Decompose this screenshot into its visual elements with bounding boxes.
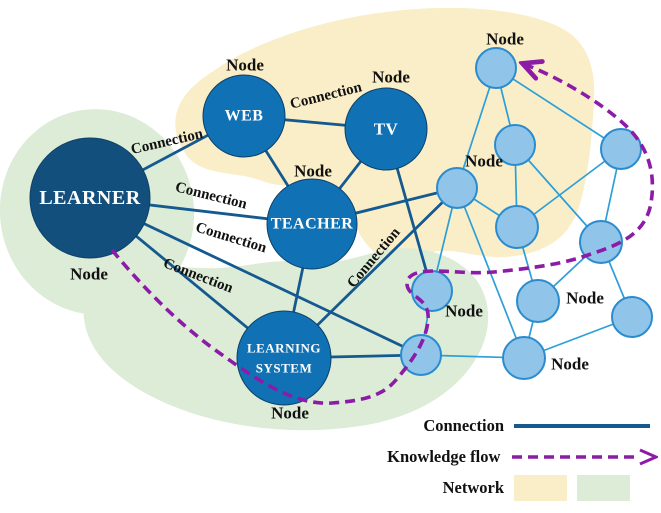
legend-knowledge-flow-label: Knowledge flow xyxy=(387,446,501,466)
node-circle-n10 xyxy=(611,296,653,338)
legend-network-label: Network xyxy=(442,477,504,497)
node-circle-label-learning-system: SYSTEM xyxy=(256,361,312,376)
node-circle-teacher xyxy=(266,178,358,270)
node-tag-label-n3: Node xyxy=(465,152,503,171)
node-tag-label-tv: Node xyxy=(372,68,410,87)
node-tag-label-teacher: Node xyxy=(294,162,332,181)
node-circle-n2 xyxy=(494,124,536,166)
legend-network-green-swatch xyxy=(577,474,630,501)
legend-row-network: Network xyxy=(378,472,658,503)
legend-row-knowledge-flow: Knowledge flow xyxy=(378,441,658,472)
legend-row-connection: Connection xyxy=(378,410,658,441)
node-circle-n3 xyxy=(436,167,478,209)
node-tag-label-learning-system: Node xyxy=(271,404,309,423)
node-circle-n5 xyxy=(495,205,539,249)
legend: Connection Knowledge flow Network xyxy=(378,410,658,503)
node-circle-n9 xyxy=(516,279,560,323)
node-circle-label-learner: LEARNER xyxy=(39,187,140,209)
node-circle-web xyxy=(202,74,286,158)
node-circle-learning-system xyxy=(236,310,332,406)
node-tag-label-n9: Node xyxy=(566,289,604,308)
node-circle-n1 xyxy=(475,47,517,89)
legend-network-swatches xyxy=(514,474,630,501)
node-tag-label-web: Node xyxy=(226,56,264,75)
node-circle-n11 xyxy=(502,336,546,380)
node-circle-learner xyxy=(29,137,151,259)
legend-connection-label: Connection xyxy=(423,415,504,435)
node-tag-label-learner: Node xyxy=(70,265,108,284)
legend-network-yellow-swatch xyxy=(514,474,567,501)
legend-knowledge-flow-arrow xyxy=(512,448,658,465)
node-circle-label-tv: TV xyxy=(374,120,399,139)
node-circle-tv xyxy=(344,87,428,171)
legend-connection-line-sample xyxy=(514,423,650,428)
node-circle-n8 xyxy=(400,334,442,376)
node-circle-label-teacher: TEACHER xyxy=(271,216,354,233)
node-circle-n4 xyxy=(600,128,642,170)
node-tag-label-n7: Node xyxy=(445,302,483,321)
node-circle-label-web: WEB xyxy=(225,108,264,125)
knowledge-flow-path xyxy=(110,64,655,405)
node-tag-label-n1: Node xyxy=(486,30,524,49)
connection-edge-learner-n8 xyxy=(89,196,422,357)
mesh-edge-n1-n3 xyxy=(456,67,497,189)
node-circle-label-learning-system: LEARNING xyxy=(247,341,321,356)
node-tag-label-n11: Node xyxy=(551,355,589,374)
mesh-edge-n1-n4 xyxy=(495,67,622,150)
